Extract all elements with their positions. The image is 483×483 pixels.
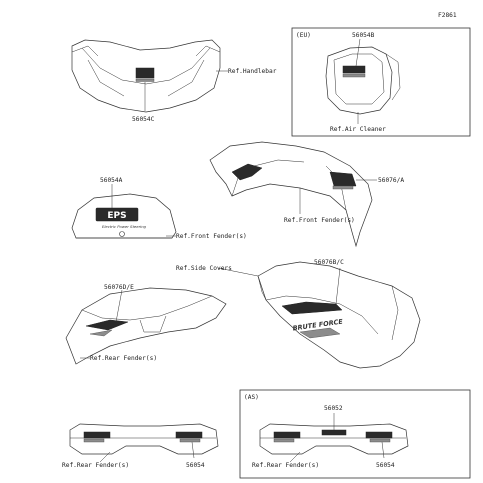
ref-side-covers-label: Ref.Side Covers: [176, 265, 232, 272]
handlebar-emblem: [135, 67, 155, 79]
part-56076bc-label: 56076B/C: [314, 259, 344, 266]
handlebar-cover: [71, 39, 221, 113]
eu-tag: (EU): [296, 32, 311, 39]
rear-right-decal-right: [365, 431, 393, 439]
side-cover: BRUTE FORCE: [257, 261, 421, 369]
ref-handlebar-label: Ref.Handlebar: [228, 68, 277, 75]
front-fender-right: [209, 141, 373, 248]
part-56052-label: 56052: [324, 405, 343, 412]
as-center-decal: [321, 429, 347, 436]
rear-fender-bottom-left: [69, 423, 219, 455]
ref-rear-fender-label-1: Ref.Rear Fender(s): [90, 355, 157, 362]
part-56054b-label: 56054B: [352, 32, 375, 39]
part-56054-right-label: 56054: [376, 462, 395, 469]
rear-left-decal-left: [83, 431, 111, 439]
rear-fender-left: [65, 287, 227, 365]
rear-left-decal-right: [175, 431, 203, 439]
air-cleaner-decal: [342, 65, 366, 74]
ref-front-fender-label-2: Ref.Front Fender(s): [176, 233, 247, 240]
part-56076a-label: 56076/A: [378, 177, 404, 184]
part-56054a-label: 56054A: [100, 177, 123, 184]
part-56054c-label: 56054C: [132, 116, 155, 123]
rear-fender-left-stripe: [85, 319, 129, 331]
side-cover-decal-stripe: [281, 301, 343, 315]
as-inset-box: [239, 389, 471, 479]
rear-fender-bottom-right: [259, 423, 409, 455]
part-56076de-label: 56076D/E: [104, 284, 134, 291]
eps-emblem: [95, 207, 139, 222]
eu-inset-box: [291, 27, 471, 137]
air-cleaner-cover: [325, 46, 401, 115]
ref-front-fender-label-1: Ref.Front Fender(s): [284, 217, 355, 224]
eps-emblem-text: EPS: [107, 211, 126, 221]
eps-emblem-subtext: Electric Power Steering: [102, 224, 147, 229]
front-fender-right-decal: [329, 171, 357, 187]
front-fender-panel-cap: [119, 231, 125, 237]
front-fender-panel: EPS Electric Power Steering: [71, 193, 177, 239]
part-56054-left-label: 56054: [186, 462, 205, 469]
ref-rear-fender-label-2: Ref.Rear Fender(s): [62, 462, 129, 469]
ref-rear-fender-label-3: Ref.Rear Fender(s): [252, 462, 319, 469]
rear-right-decal-left: [273, 431, 301, 439]
front-fender-right-stripe: [231, 163, 263, 181]
figure-id: F2861: [438, 12, 457, 19]
ref-air-cleaner-label: Ref.Air Cleaner: [330, 126, 386, 133]
as-tag: (AS): [244, 394, 259, 401]
